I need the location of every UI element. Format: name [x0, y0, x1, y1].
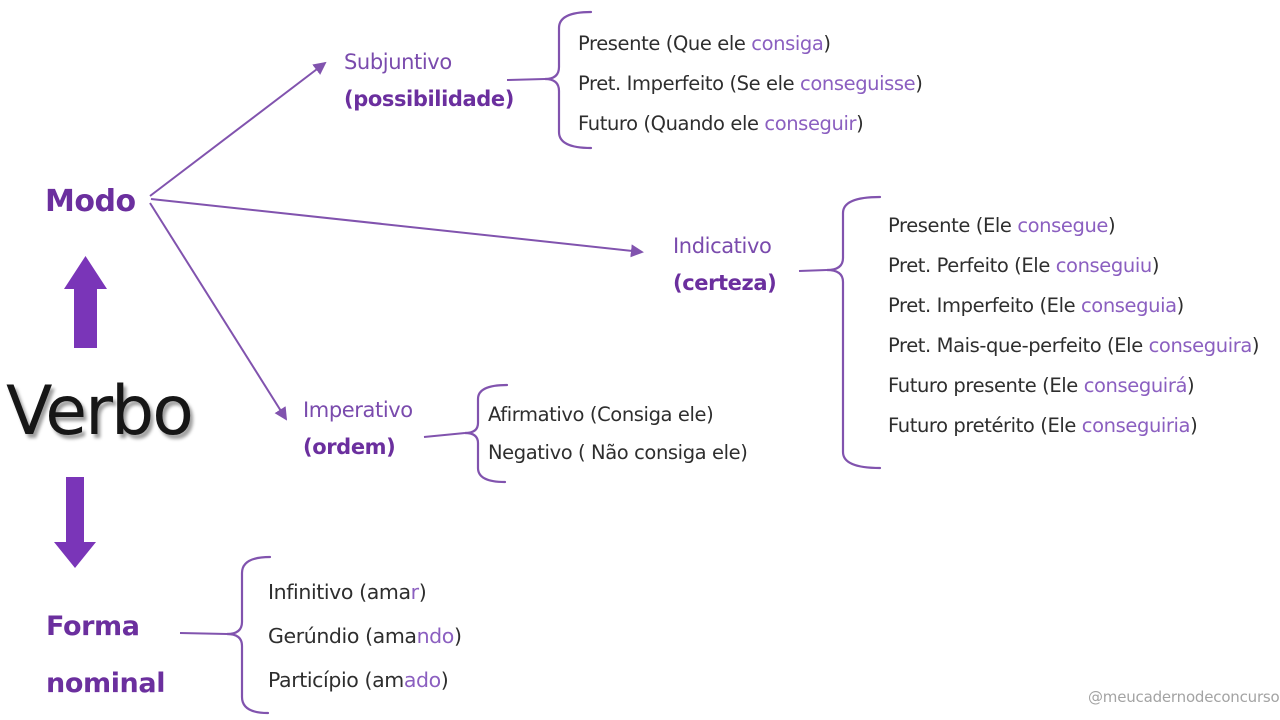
imperativo-brace-connector [423, 432, 466, 438]
list-item: Afirmativo (Consiga ele) [488, 396, 747, 434]
list-item: Pret. Mais-que-perfeito (Ele conseguira) [888, 326, 1260, 366]
down-arrow [54, 477, 96, 568]
subjuntivo-tense-list: Presente (Que ele consiga)Pret. Imperfei… [578, 24, 923, 144]
text-segment: Futuro (Quando ele [578, 112, 765, 135]
text-segment: Futuro pretérito (Ele [888, 414, 1082, 437]
indicativo-qualifier: (certeza) [673, 271, 777, 295]
indicativo-brace-connector [798, 269, 828, 272]
imperativo-form-list: Afirmativo (Consiga ele) Negativo ( Não c… [488, 396, 748, 472]
highlighted-verb-segment: ndo [416, 624, 455, 648]
list-item: Pret. Perfeito (Ele conseguiu) [888, 246, 1259, 286]
list-item: Pret. Imperfeito (Se ele conseguisse) [578, 64, 923, 104]
node-imperativo: Imperativo (ordem) [303, 392, 413, 466]
up-arrow [64, 256, 107, 348]
text-segment: Afirmativo (Consiga ele) [488, 403, 714, 426]
list-item: Presente (Que ele consiga) [578, 24, 923, 64]
node-subjuntivo: Subjuntivo (possibilidade) [344, 44, 514, 118]
highlighted-verb-segment: conseguira [1148, 334, 1253, 357]
highlighted-verb-segment: consegue [1017, 214, 1109, 237]
text-segment: ) [1187, 374, 1195, 397]
text-segment: Negativo ( Não consiga ele) [488, 441, 748, 464]
subjuntivo-name: Subjuntivo [344, 50, 452, 74]
forma-nominal-brace-connector [179, 632, 228, 635]
text-segment: ) [1190, 414, 1198, 437]
indicativo-tense-list: Presente (Ele consegue)Pret. Perfeito (E… [888, 206, 1260, 446]
forma-nominal-form-list: Infinitivo (amar)Gerúndio (amando)Partic… [268, 570, 462, 702]
root-node-verbo: Verbo [6, 372, 194, 451]
forma-nominal-brace [226, 555, 272, 715]
text-segment: Futuro presente (Ele [888, 374, 1084, 397]
arrow-to-indicativo [150, 198, 644, 258]
branch-modo: Modo [45, 184, 136, 219]
text-segment: ) [453, 624, 462, 648]
text-segment: Infinitivo (ama [268, 580, 411, 604]
highlighted-verb-segment: conseguia [1080, 294, 1177, 317]
imperativo-qualifier: (ordem) [303, 435, 396, 459]
text-segment: ) [823, 32, 831, 55]
indicativo-brace [826, 195, 882, 470]
branch-forma-nominal: Forma nominal [46, 598, 165, 712]
text-segment: Presente (Que ele [578, 32, 752, 55]
list-item: Futuro (Quando ele conseguir) [578, 104, 923, 144]
text-segment: Gerúndio (ama [268, 624, 417, 648]
text-segment: Particípio (am [268, 668, 404, 692]
text-segment: Pret. Mais-que-perfeito (Ele [888, 334, 1149, 357]
node-indicativo: Indicativo (certeza) [673, 228, 777, 302]
list-item: Pret. Imperfeito (Ele conseguia) [888, 286, 1259, 326]
highlighted-verb-segment: r [410, 580, 419, 604]
highlighted-verb-segment: ado [403, 668, 441, 692]
text-segment: ) [418, 580, 427, 604]
list-item: Negativo ( Não consiga ele) [488, 434, 748, 472]
text-segment: Pret. Perfeito (Ele [888, 254, 1056, 277]
imperativo-name: Imperativo [303, 398, 413, 422]
text-segment: Pret. Imperfeito (Se ele [578, 72, 801, 95]
arrow-to-subjuntivo [149, 61, 327, 197]
forma-nominal-line2: nominal [46, 668, 166, 699]
text-segment: Pret. Imperfeito (Ele [888, 294, 1081, 317]
highlighted-verb-segment: conseguirá [1083, 374, 1188, 397]
list-item: Infinitivo (amar) [268, 570, 462, 614]
text-segment: ) [915, 72, 923, 95]
text-segment: ) [440, 668, 449, 692]
highlighted-verb-segment: consiga [751, 32, 824, 55]
list-item: Futuro presente (Ele conseguirá) [888, 366, 1259, 406]
list-item: Particípio (amado) [268, 658, 462, 702]
list-item: Futuro pretérito (Ele conseguiria) [888, 406, 1259, 446]
text-segment: ) [1176, 294, 1185, 317]
list-item: Presente (Ele consegue) [888, 206, 1259, 246]
highlighted-verb-segment: conseguisse [800, 72, 916, 95]
highlighted-verb-segment: conseguiria [1081, 414, 1191, 437]
text-segment: ) [856, 112, 864, 135]
highlighted-verb-segment: conseguir [764, 112, 857, 135]
list-item: Gerúndio (amando) [268, 614, 462, 658]
text-segment: ) [1108, 214, 1116, 237]
highlighted-verb-segment: conseguiu [1055, 254, 1152, 277]
watermark-handle: @meucadernodeconcurso [1088, 688, 1280, 706]
subjuntivo-qualifier: (possibilidade) [344, 87, 514, 111]
text-segment: Presente (Ele [888, 214, 1018, 237]
forma-nominal-line1: Forma [46, 611, 140, 642]
text-segment: ) [1151, 254, 1160, 277]
text-segment: ) [1251, 334, 1260, 357]
indicativo-name: Indicativo [673, 234, 772, 258]
